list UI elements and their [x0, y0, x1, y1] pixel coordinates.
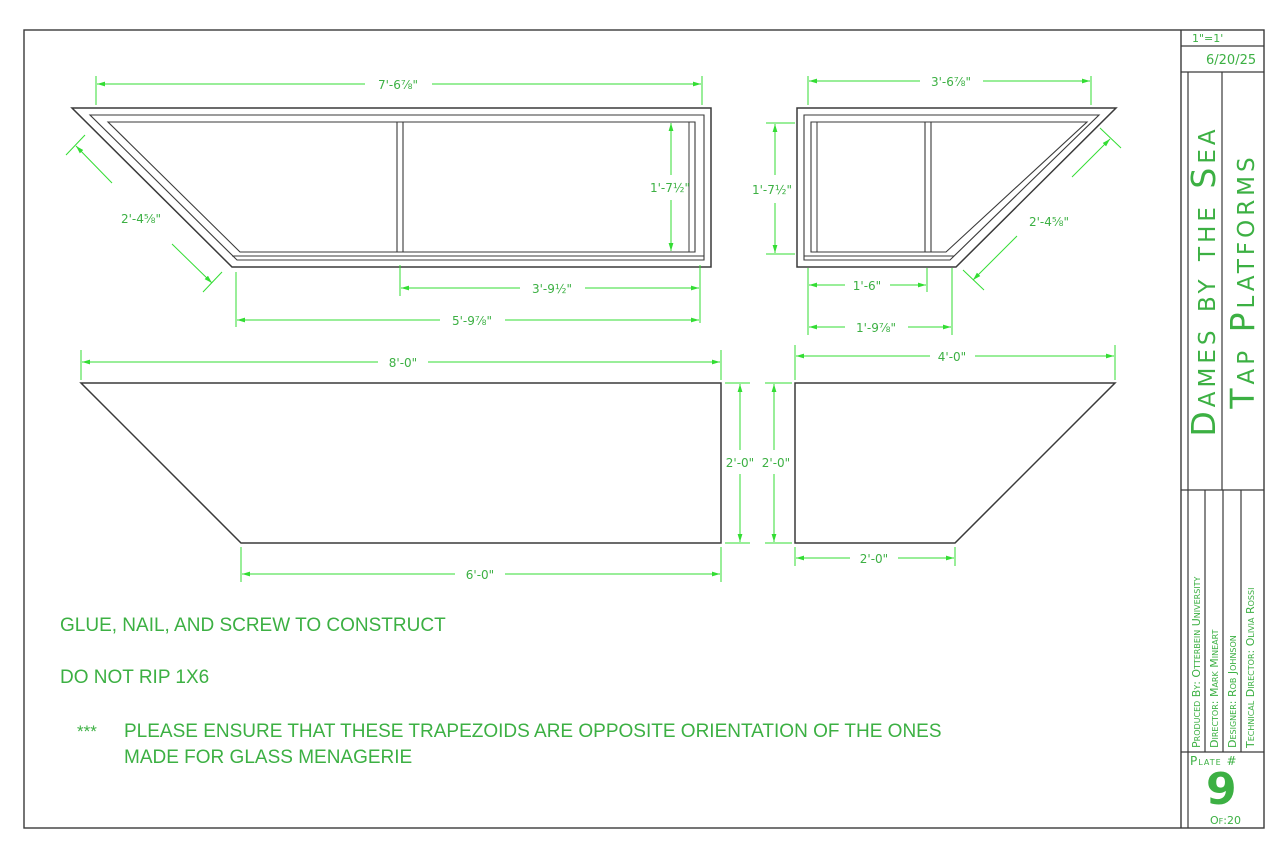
- dim-small-frame-height: 1'-7½": [752, 183, 792, 197]
- large-frame-drawing: [70, 107, 712, 268]
- sheet-border: [23, 29, 1265, 829]
- dim-small-frame-slant: 2'-4⅝": [1029, 215, 1069, 229]
- small-frame-outline: [796, 107, 1118, 268]
- large-top-outline: [79, 382, 722, 544]
- drawing-scale: 1"=1': [1192, 32, 1224, 45]
- large-frame-outline: [70, 107, 712, 268]
- large-frame-inner-outline: [88, 114, 705, 261]
- note-orientation-line1: PLEASE ENSURE THAT THESE TRAPEZOIDS ARE …: [124, 721, 942, 742]
- dim-large-top-bottom: 6'-0": [466, 568, 494, 582]
- plate-of: Of:20: [1210, 814, 1241, 827]
- note-orientation-line2: MADE FOR GLASS MENAGERIE: [124, 747, 413, 768]
- dim-small-frame-bottom: 1'-9⅞": [856, 321, 896, 335]
- large-frame-opening: [106, 121, 696, 253]
- director: Director: Mark Mineart: [1208, 629, 1221, 748]
- dim-small-frame-inner-bay: 1'-6": [853, 279, 881, 293]
- dim-small-top-bottom: 2'-0": [860, 552, 888, 566]
- drawing-title: Tap Platforms: [1223, 153, 1262, 409]
- drawing-date: 6/20/25: [1206, 53, 1257, 68]
- dim-large-frame-slant: 2'-4⅝": [121, 212, 161, 226]
- small-frame-drawing: [796, 107, 1118, 268]
- note-asterisks: ***: [77, 722, 97, 741]
- dim-small-frame-top: 3'-6⅞": [931, 75, 971, 89]
- note-do-not-rip: DO NOT RIP 1X6: [60, 667, 210, 688]
- small-top-outline: [794, 382, 1117, 544]
- small-frame-inner-outline: [803, 114, 1101, 261]
- title-block-grid: [1181, 45, 1264, 828]
- dim-large-top-top: 8'-0": [389, 356, 417, 370]
- note-construct: GLUE, NAIL, AND SCREW TO CONSTRUCT: [60, 615, 446, 636]
- dim-large-top-height: 2'-0": [726, 456, 754, 470]
- designer: Designer: Rob Johnson: [1226, 635, 1239, 748]
- dimension-labels: 7'-6⅞" 1'-7½" 2'-4⅝" 3'-9½" 5'-9⅞" 3'-6⅞…: [121, 75, 1069, 582]
- show-title: Dames by the Sea: [1184, 125, 1223, 437]
- dim-large-frame-inner-bay: 3'-9½": [532, 282, 572, 296]
- dim-large-frame-top: 7'-6⅞": [378, 78, 418, 92]
- dim-large-frame-bottom: 5'-9⅞": [452, 314, 492, 328]
- technical-director: Technical Director: Olivia Rossi: [1244, 587, 1257, 748]
- dim-large-frame-height: 1'-7½": [650, 181, 690, 195]
- plate-label: Plate #: [1190, 754, 1238, 768]
- small-frame-opening: [810, 121, 1089, 253]
- produced-by: Produced By: Otterbein University: [1190, 576, 1203, 748]
- plate-number: 9: [1206, 764, 1237, 815]
- dim-small-top-height: 2'-0": [762, 456, 790, 470]
- dimension-lines: [65, 76, 1122, 582]
- dim-small-top-top: 4'-0": [938, 350, 966, 364]
